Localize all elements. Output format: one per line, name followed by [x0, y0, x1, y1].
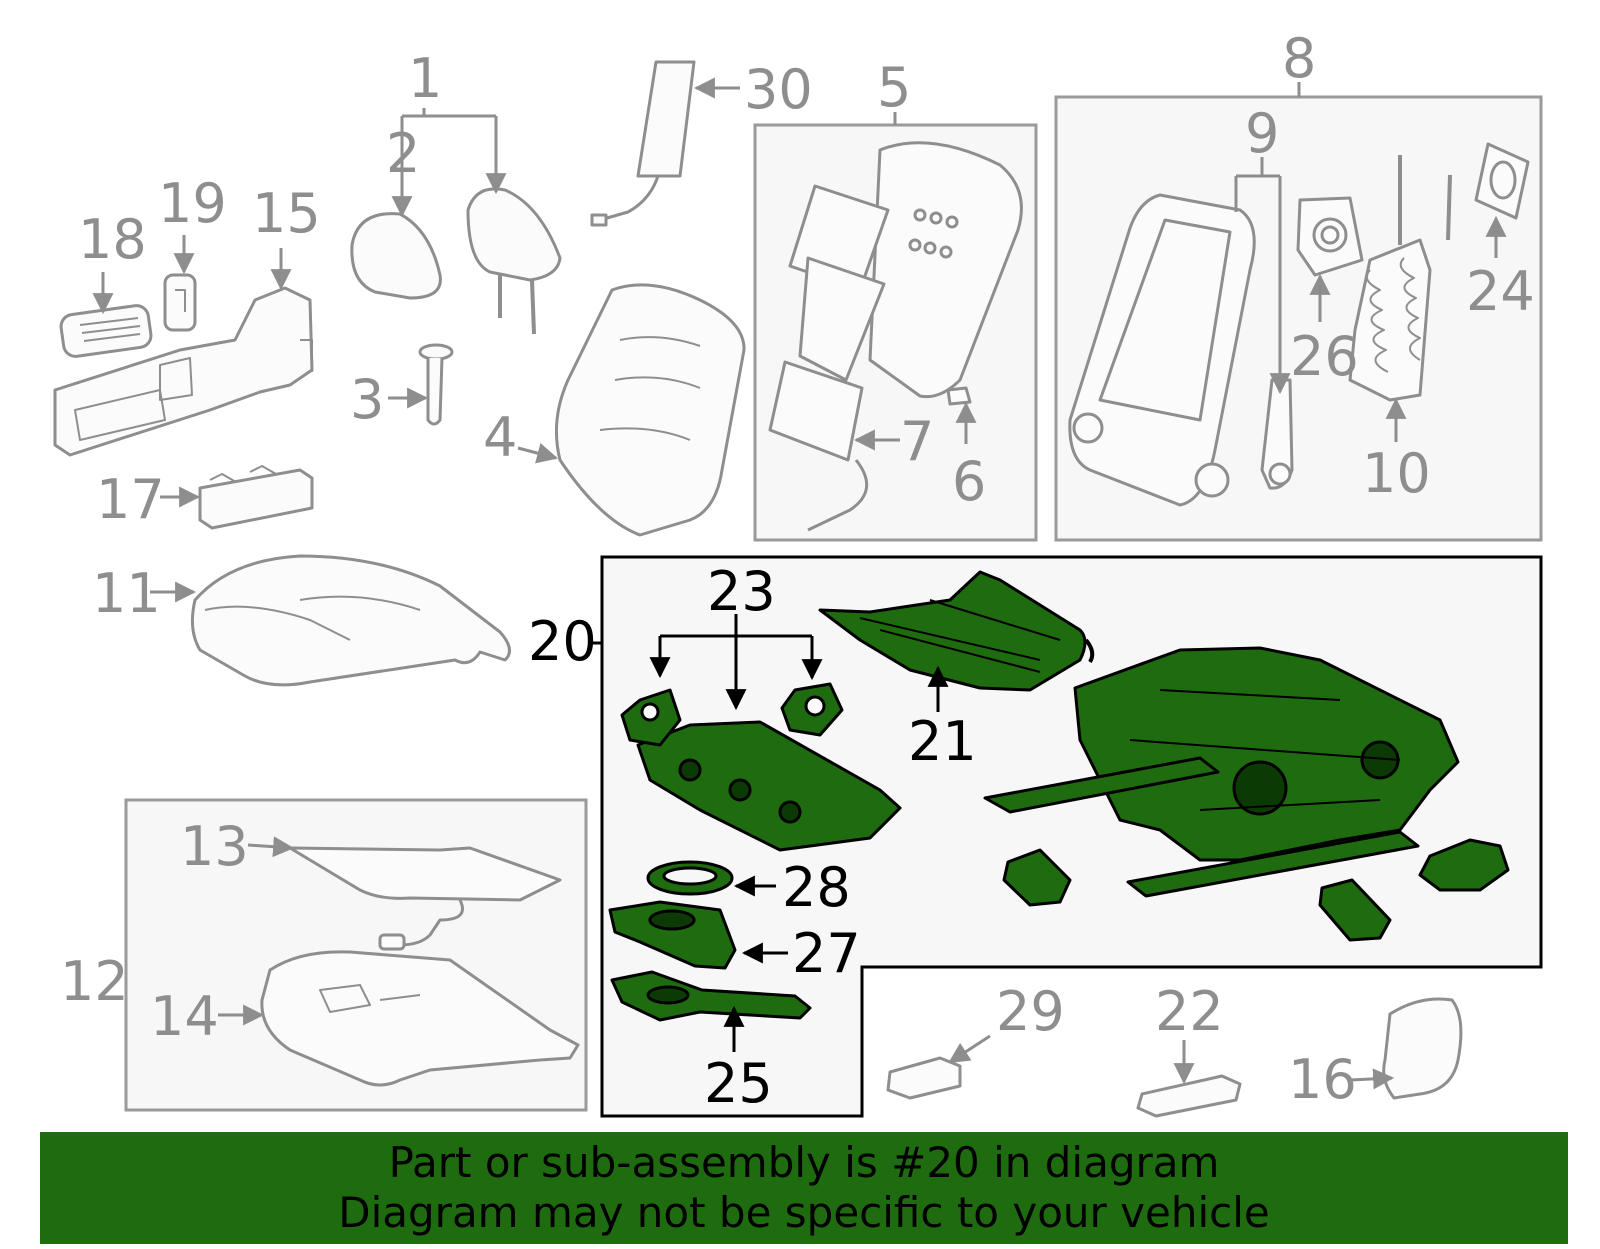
- part-2-headrest: [350, 212, 442, 300]
- callout-25: 25: [704, 1052, 773, 1115]
- leader-4: [517, 443, 559, 464]
- callout-16: 16: [1288, 1048, 1357, 1111]
- callout-9: 9: [1245, 102, 1279, 165]
- callout-5: 5: [877, 56, 911, 119]
- callout-20: 20: [528, 610, 597, 673]
- part-5-back-pad: [768, 141, 1023, 532]
- part-4-back-cover: [554, 283, 746, 537]
- callout-17: 17: [96, 468, 165, 531]
- callout-14: 14: [150, 985, 219, 1048]
- callout-29: 29: [996, 980, 1065, 1043]
- callout-10: 10: [1362, 442, 1431, 505]
- callout-12: 12: [60, 950, 129, 1013]
- part-30-airbag: [590, 60, 696, 227]
- callout-3: 3: [350, 368, 384, 431]
- part-24-clip: [1474, 142, 1530, 220]
- callout-8: 8: [1282, 27, 1316, 90]
- leader-16: [1349, 1068, 1395, 1090]
- part-18-knob: [59, 304, 153, 358]
- callout-4: 4: [483, 406, 517, 469]
- leader-13: [247, 836, 295, 858]
- callout-11: 11: [92, 562, 161, 625]
- part-15-side-trim: [53, 286, 314, 457]
- callout-6: 6: [952, 450, 986, 513]
- callout-27: 27: [792, 922, 861, 985]
- part-10-lumbar: [1348, 155, 1452, 402]
- part-26-recliner: [1296, 196, 1364, 277]
- callout-19: 19: [158, 172, 227, 235]
- part-17-switch-module: [198, 465, 314, 530]
- callout-13: 13: [180, 815, 249, 878]
- part-1-headrest: [466, 187, 562, 335]
- part-14-cushion-pad: [260, 950, 580, 1087]
- callout-7: 7: [900, 410, 934, 473]
- callout-28: 28: [782, 856, 851, 919]
- callout-23: 23: [707, 560, 776, 623]
- part-20-motor-1: [1002, 848, 1072, 907]
- callout-1: 1: [408, 47, 442, 110]
- part-13-heater: [288, 846, 562, 951]
- callout-26: 26: [1290, 325, 1359, 388]
- leader-9: [1234, 157, 1280, 392]
- part-11-cushion-cover: [190, 554, 511, 687]
- part-21-cushion-frame: [818, 570, 1095, 692]
- part-25-adjuster: [610, 970, 812, 1022]
- part-27-gear-housing: [608, 900, 737, 970]
- callout-30: 30: [744, 58, 813, 121]
- part-22-cover: [1136, 1074, 1242, 1118]
- callout-24: 24: [1466, 260, 1535, 323]
- part-20-motor-3: [1418, 838, 1510, 892]
- callout-2: 2: [386, 122, 420, 185]
- callout-18: 18: [78, 208, 147, 271]
- part-16-side-cover: [1382, 997, 1463, 1100]
- part-19-cover: [163, 273, 197, 332]
- banner-line-2: Diagram may not be specific to your vehi…: [338, 1188, 1270, 1237]
- leader-1: [400, 108, 496, 192]
- callout-22: 22: [1155, 980, 1224, 1043]
- part-20-motor-2: [1318, 878, 1392, 942]
- banner-line-1: Part or sub-assembly is #20 in diagram: [388, 1138, 1220, 1187]
- part-28-ring: [646, 860, 734, 896]
- notice-banner: Part or sub-assembly is #20 in diagram D…: [40, 1132, 1568, 1244]
- callout-21: 21: [908, 710, 977, 773]
- part-3-guide: [418, 343, 454, 426]
- part-20-seat-track-frame: [983, 646, 1460, 898]
- callout-15: 15: [252, 182, 321, 245]
- leader-29: [948, 1034, 991, 1064]
- part-29-cover: [886, 1056, 962, 1100]
- part-23-cushion-mechanism: [620, 682, 902, 852]
